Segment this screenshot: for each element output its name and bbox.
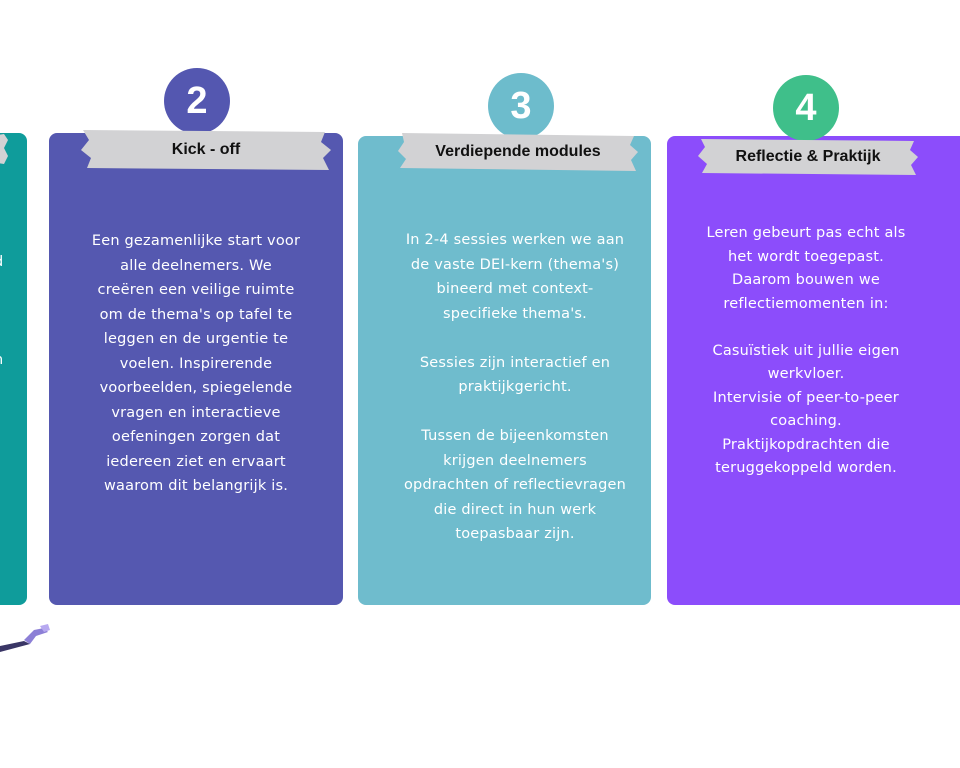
step-3-card: [358, 136, 651, 605]
step-2-number-badge: 2: [164, 68, 230, 134]
step-1-card: [0, 133, 27, 605]
step-3-body: In 2-4 sessies werken we aan de vaste DE…: [403, 232, 627, 542]
step-2-title-tape: Kick - off: [81, 130, 331, 170]
step-2-card: [49, 133, 343, 605]
step-1-body-fragment: d n: [0, 250, 6, 373]
step-2-body: Een gezamenlijke start voor alle deelnem…: [91, 233, 301, 494]
step-1-title-tape: [0, 134, 8, 164]
step-4-number-badge: 4: [773, 75, 839, 141]
decorative-figure-illustration: [0, 624, 50, 652]
step-3-number-badge: 3: [488, 73, 554, 139]
step-3-title-tape: Verdiepende modules: [398, 133, 638, 171]
step-4-title-tape: Reflectie & Praktijk: [698, 139, 918, 175]
step-4-body: Leren gebeurt pas echt als het wordt toe…: [706, 225, 906, 476]
step-4-card: [667, 136, 960, 605]
step-3-title: Verdiepende modules: [435, 143, 601, 160]
step-4-title: Reflectie & Praktijk: [735, 148, 881, 165]
step-2-title: Kick - off: [171, 141, 241, 158]
